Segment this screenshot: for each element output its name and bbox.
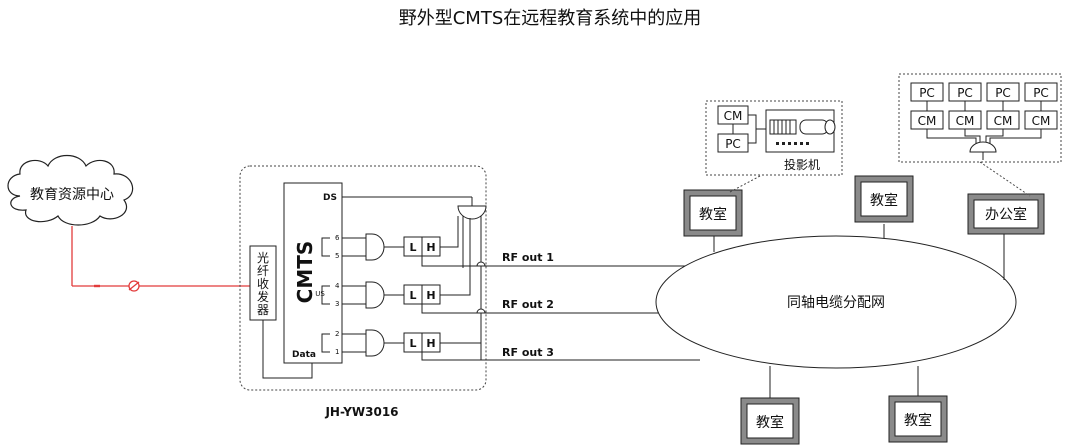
- svg-text:光: 光: [257, 251, 269, 265]
- svg-text:H: H: [426, 241, 435, 254]
- projector-detail: CM PC 投影机: [705, 100, 843, 193]
- classroom-3: 教室: [740, 397, 800, 445]
- svg-text:办公室: 办公室: [985, 206, 1027, 223]
- model-label: JH-YW3016: [324, 405, 398, 419]
- svg-text:PC: PC: [957, 86, 973, 100]
- coax-network: [655, 235, 1017, 369]
- svg-text:L: L: [409, 337, 416, 350]
- cmts-label: CMTS: [293, 241, 317, 304]
- svg-text:3: 3: [335, 300, 339, 308]
- svg-text:器: 器: [257, 303, 269, 317]
- svg-text:H: H: [426, 289, 435, 302]
- combiners: [365, 233, 385, 357]
- svg-text:5: 5: [335, 252, 339, 260]
- svg-text:CM: CM: [956, 114, 975, 128]
- svg-text:教室: 教室: [756, 414, 784, 431]
- svg-text:L: L: [409, 289, 416, 302]
- svg-text:2: 2: [335, 330, 339, 338]
- svg-text:L: L: [409, 241, 416, 254]
- svg-text:H: H: [426, 337, 435, 350]
- rf-out-2: RF out 2: [502, 298, 554, 311]
- us-ports: [321, 237, 330, 353]
- svg-text:CM: CM: [1032, 114, 1051, 128]
- svg-text:PC: PC: [725, 137, 741, 151]
- port-lines: [342, 237, 366, 353]
- cloud-label: 教育资源中心: [30, 187, 114, 203]
- rf-out-3: RF out 3: [502, 346, 554, 359]
- svg-text:发: 发: [257, 289, 269, 304]
- fiber-transceiver: 光 纤 收 发 器: [249, 245, 277, 321]
- office-detail: PC PC PC PC CM CM CM CM: [898, 73, 1062, 197]
- crossovers: [476, 261, 486, 314]
- svg-text:PC: PC: [1033, 86, 1049, 100]
- svg-text:4: 4: [335, 282, 340, 290]
- cmts-enclosure: [239, 165, 487, 391]
- room-links: [713, 224, 1005, 398]
- svg-text:PC: PC: [919, 86, 935, 100]
- rf-out-1: RF out 1: [502, 251, 554, 264]
- combiner-out: [384, 246, 404, 344]
- us-label: US: [315, 290, 325, 298]
- svg-text:收: 收: [257, 277, 269, 291]
- svg-text:CM: CM: [994, 114, 1013, 128]
- diplexer-3: L H: [403, 332, 441, 353]
- svg-text:CM: CM: [724, 109, 743, 123]
- cmts-box: CMTS DS US Data: [283, 182, 343, 364]
- rf-out-lines: [421, 256, 700, 361]
- svg-text:投影机: 投影机: [784, 157, 820, 172]
- resource-center-cloud: 教育资源中心: [7, 154, 134, 226]
- data-link: [262, 320, 313, 379]
- svg-text:教室: 教室: [904, 412, 932, 429]
- office: 办公室: [967, 193, 1045, 235]
- fiber-link: [71, 226, 250, 292]
- svg-text:教室: 教室: [870, 192, 898, 209]
- classroom-1: 教室: [683, 189, 743, 237]
- svg-text:纤: 纤: [257, 264, 269, 278]
- diagram-title: 野外型CMTS在远程教育系统中的应用: [399, 8, 702, 29]
- svg-text:PC: PC: [995, 86, 1011, 100]
- classroom-2: 教室: [854, 175, 914, 223]
- classroom-4: 教室: [888, 395, 948, 443]
- svg-text:CM: CM: [918, 114, 937, 128]
- diplexer-2: L H: [403, 284, 441, 305]
- ds-label: DS: [323, 193, 337, 203]
- network-label: 同轴电缆分配网: [787, 295, 885, 311]
- ds-path: [342, 196, 487, 360]
- diplexer-1: L H: [403, 236, 441, 257]
- svg-text:1: 1: [335, 348, 339, 356]
- svg-text:教室: 教室: [699, 206, 727, 223]
- svg-text:6: 6: [335, 234, 340, 242]
- port-labels: 6 5 4 3 2 1: [335, 234, 340, 356]
- data-label: Data: [292, 350, 316, 360]
